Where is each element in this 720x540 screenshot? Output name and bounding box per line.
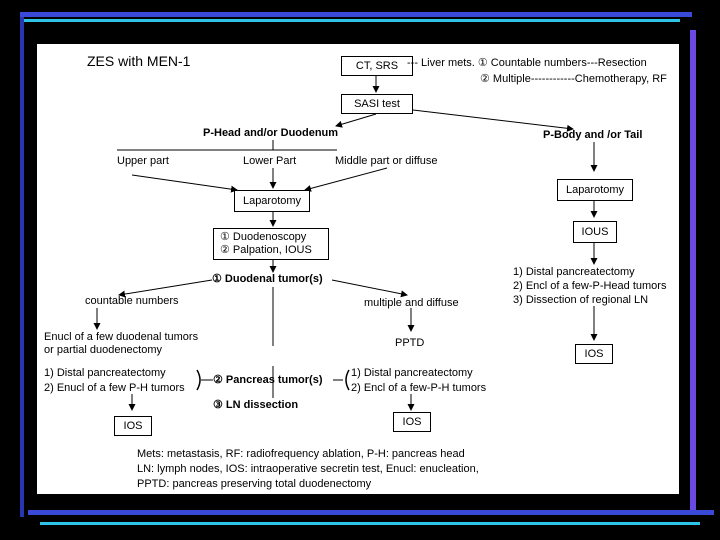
enucl-line2: or partial duodenectomy — [44, 344, 163, 356]
duodenal-tumors-label: ① Duodenal tumor(s) — [212, 273, 323, 285]
ln-dissection-label: ③ LN dissection — [213, 399, 299, 411]
countable-numbers-label: countable numbers — [85, 295, 179, 307]
connector-lines — [93, 76, 598, 411]
pancreas-tumors-label: ② Pancreas tumor(s) — [213, 374, 323, 386]
liver-mets-line1: --- Liver mets. ① Countable numbers---Re… — [407, 57, 647, 69]
laparotomy-left-box: Laparotomy — [234, 190, 310, 212]
left-proc-line1: 1) Distal pancreatectomy — [44, 367, 166, 379]
pptd-label: PPTD — [395, 337, 425, 349]
middle-part-label: Middle part or diffuse — [335, 155, 438, 167]
left-proc-line2: 2) Enucl of a few P-H tumors — [44, 382, 185, 394]
right-list-line1: 1) Distal pancreatectomy — [513, 266, 635, 278]
enucl-line1: Enucl of a few duodenal tumors — [44, 331, 199, 343]
left-accent-bar — [20, 17, 24, 517]
right-bracket — [345, 369, 350, 391]
ious-right-box: IOUS — [573, 221, 617, 243]
laparotomy-right-box: Laparotomy — [557, 179, 633, 201]
duodenoscopy-line1: ① Duodenoscopy — [220, 231, 307, 243]
duodenoscopy-box: ① Duodenoscopy ② Palpation, IOUS — [213, 228, 329, 260]
right-accent-bar — [690, 30, 696, 515]
bottom-accent-bar-cyan — [40, 522, 700, 525]
bottom-accent-bar — [28, 510, 714, 515]
multiple-diffuse-label: multiple and diffuse — [364, 297, 459, 309]
p-body-tail-label: P-Body and /or Tail — [543, 129, 643, 141]
p-head-duodenum-label: P-Head and/or Duodenum — [203, 127, 339, 139]
lower-part-label: Lower Part — [243, 155, 297, 167]
legend-line1: Mets: metastasis, RF: radiofrequency abl… — [137, 448, 465, 460]
ios-right-box: IOS — [575, 344, 613, 364]
top-accent-bar — [20, 12, 692, 17]
right-list-line3: 3) Dissection of regional LN — [513, 294, 649, 306]
slide: ZES with MEN-1 CT, SRS --- Liver mets. ①… — [37, 44, 679, 494]
right-list-line2: 2) Encl of a few-P-Head tumors — [513, 280, 667, 292]
legend-line3: PPTD: pancreas preserving total duodenec… — [137, 478, 372, 490]
ios-middle-box: IOS — [393, 412, 431, 432]
right-proc-line2: 2) Encl of a few-P-H tumors — [351, 382, 487, 394]
right-proc-line1: 1) Distal pancreatectomy — [351, 367, 473, 379]
left-bracket — [196, 369, 201, 391]
top-accent-bar-cyan — [20, 19, 680, 22]
duodenoscopy-line2: ② Palpation, IOUS — [220, 244, 312, 256]
legend-line2: LN: lymph nodes, IOS: intraoperative sec… — [137, 463, 479, 475]
ios-left-box: IOS — [114, 416, 152, 436]
sasi-test-box: SASI test — [341, 94, 413, 114]
ct-srs-box: CT, SRS — [341, 56, 413, 76]
slide-title: ZES with MEN-1 — [87, 53, 191, 69]
upper-part-label: Upper part — [117, 155, 169, 167]
liver-mets-line2: ② Multiple------------Chemotherapy, RF — [480, 73, 667, 85]
